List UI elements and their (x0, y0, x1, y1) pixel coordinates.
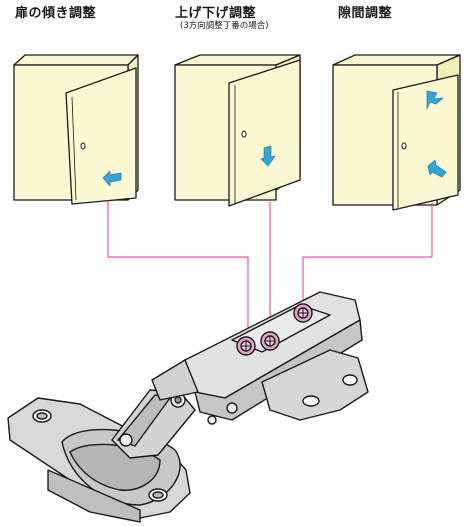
gap-screw (293, 303, 313, 323)
down-arrow-icon (260, 145, 276, 167)
height-adjust-note: (3方向調整丁番の場合) (180, 21, 269, 31)
tilt-screw (236, 336, 256, 356)
tilt-adjust-title: 扉の傾き調整 (15, 6, 97, 21)
mounting-base (261, 349, 369, 421)
cabinet-gap (332, 54, 461, 211)
height-screw (260, 331, 280, 351)
hinge (7, 291, 369, 523)
left-arrow-icon (102, 170, 122, 187)
gap-adjust-title: 隙間調整 (338, 6, 393, 21)
cabinet-height (174, 54, 301, 207)
height-adjust-title: 上げ下げ調整 (175, 6, 257, 21)
right-arrow-icon (426, 90, 444, 110)
cabinet-tilt (13, 54, 139, 205)
left-arrow-icon (427, 159, 447, 178)
